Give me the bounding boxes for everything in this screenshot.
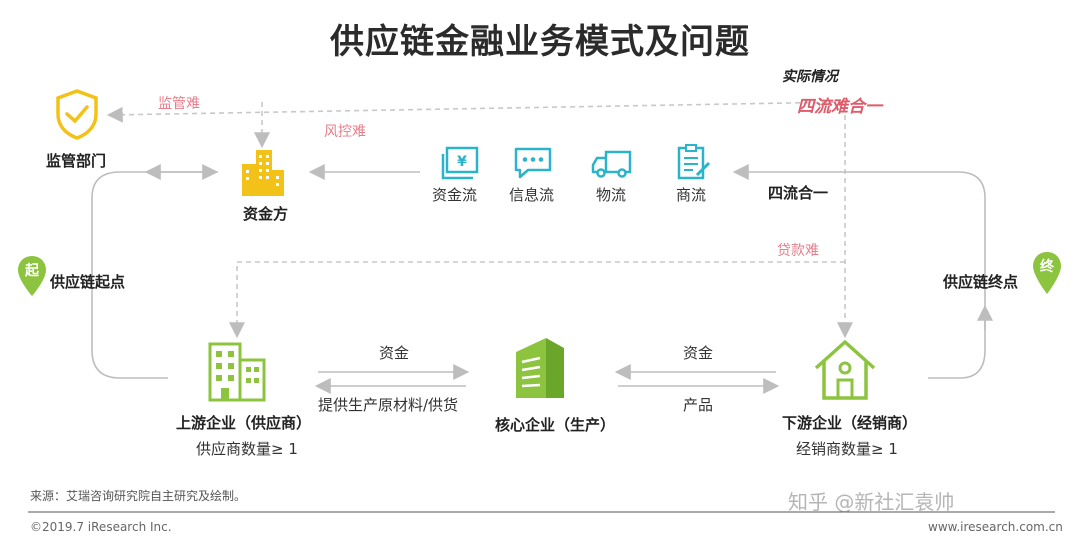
actual-situation-label: 实际情况 (782, 69, 838, 85)
edge-upstream-supply: 提供生产原材料/供货 (318, 396, 459, 414)
issue-loan: 贷款难 (777, 243, 819, 259)
website: www.iresearch.com.cn (928, 520, 1063, 534)
copyright: ©2019.7 iResearch Inc. (30, 520, 172, 534)
truck-icon (591, 150, 632, 178)
upstream-count: 供应商数量≥ 1 (196, 440, 298, 458)
dashed-line-loan (229, 261, 845, 339)
flow-label-logistics: 物流 (596, 186, 627, 204)
edge-upstream-capital: 资金 (379, 344, 410, 362)
shield-check-icon (56, 89, 98, 140)
dashed-line-regulation (106, 101, 846, 123)
issue-regulation: 监管难 (158, 96, 200, 112)
start-pin-icon: 起 (18, 256, 46, 296)
flow-label-commerce: 商流 (676, 186, 707, 204)
four-flow-merge-label: 四流合一 (768, 184, 829, 202)
flow-label-capital: 资金流 (432, 186, 478, 204)
chat-bubble-icon (514, 147, 552, 179)
flow-label-info: 信息流 (509, 186, 555, 204)
watermark: 知乎 @新社汇袁帅 (788, 490, 955, 514)
start-pin-text: 起 (24, 262, 40, 279)
upstream-label: 上游企业（供应商） (176, 414, 312, 432)
core-building-icon (516, 338, 564, 398)
funder-buildings-icon (242, 150, 284, 196)
source-note: 来源：艾瑞咨询研究院自主研究及绘制。 (30, 489, 247, 503)
four-flow-difficult-label: 四流难合一 (797, 97, 882, 117)
yuan-card-icon: ¥ (441, 146, 479, 180)
downstream-count: 经销商数量≥ 1 (796, 440, 898, 458)
issue-risk-control: 风控难 (324, 124, 366, 140)
chain-start-label: 供应链起点 (50, 273, 126, 291)
edge-downstream-capital: 资金 (683, 344, 714, 362)
left-loop-line (91, 164, 219, 379)
right-loop-line (732, 164, 986, 379)
downstream-label: 下游企业（经销商） (782, 414, 918, 432)
downstream-house-icon (814, 340, 876, 400)
regulator-label: 监管部门 (46, 152, 107, 170)
svg-text:¥: ¥ (457, 154, 467, 170)
end-pin-text: 终 (1040, 258, 1055, 275)
end-pin-icon: 终 (1033, 252, 1061, 294)
edge-downstream-product: 产品 (683, 396, 714, 414)
upstream-building-icon (208, 342, 266, 402)
chain-end-label: 供应链终点 (943, 273, 1019, 291)
document-icon (677, 144, 711, 180)
page-title: 供应链金融业务模式及问题 (330, 22, 750, 62)
core-label: 核心企业（生产） (495, 416, 616, 434)
funder-label: 资金方 (243, 205, 289, 223)
